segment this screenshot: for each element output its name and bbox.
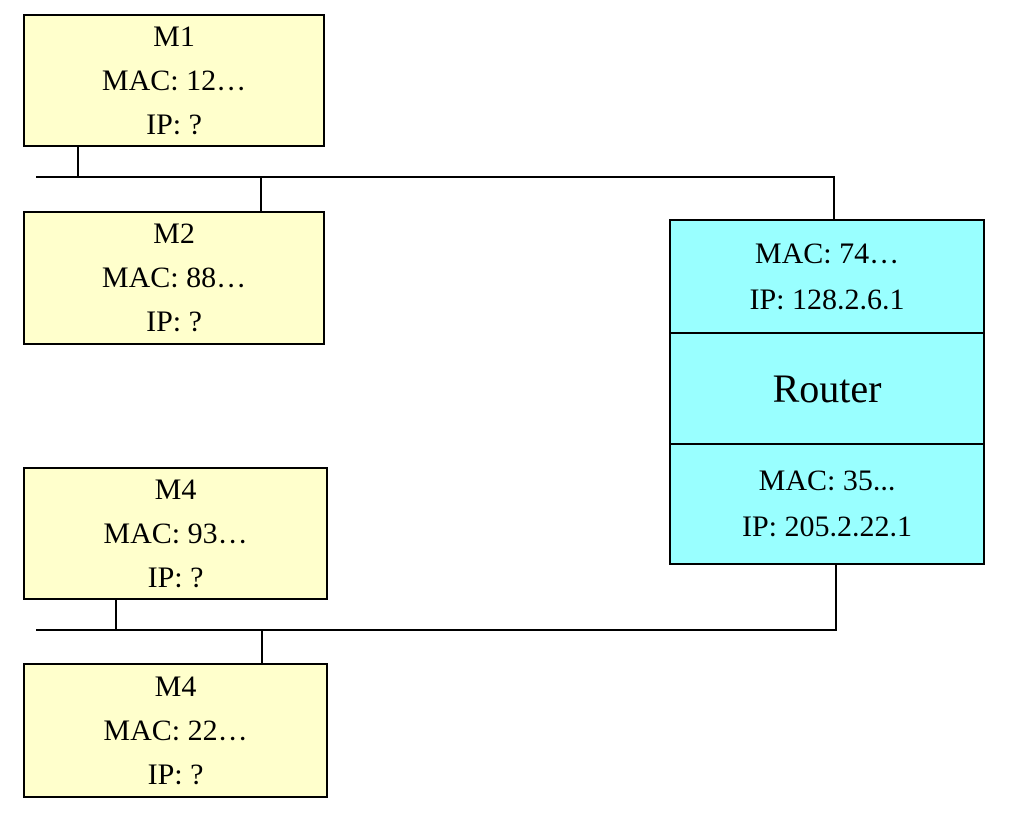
node-host-m4-b: M4 MAC: 22… IP: ? — [23, 663, 328, 798]
host-ip: IP: ? — [147, 560, 204, 594]
node-router: MAC: 74… IP: 128.2.6.1 Router MAC: 35...… — [669, 219, 985, 565]
connector-lower-bus-to-m4b — [261, 629, 263, 665]
node-host-m4-a: M4 MAC: 93… IP: ? — [23, 467, 328, 600]
node-host-m2: M2 MAC: 88… IP: ? — [23, 211, 325, 345]
host-ip: IP: ? — [146, 305, 202, 338]
host-name: M4 — [154, 472, 197, 506]
router-top-interface: MAC: 74… IP: 128.2.6.1 — [671, 221, 983, 334]
host-ip: IP: ? — [147, 757, 204, 791]
bus-line-upper — [36, 176, 834, 178]
router-bottom-ip: IP: 205.2.22.1 — [741, 510, 912, 543]
router-bottom-mac: MAC: 35... — [758, 464, 896, 497]
host-mac: MAC: 12… — [101, 63, 247, 97]
host-mac: MAC: 93… — [103, 516, 248, 550]
connector-upper-bus-to-router — [833, 176, 835, 221]
connector-m1-to-upper-bus — [77, 147, 79, 178]
connector-router-to-lower-bus — [835, 565, 837, 631]
router-bottom-interface: MAC: 35... IP: 205.2.22.1 — [671, 445, 983, 563]
bus-line-lower — [36, 629, 836, 631]
host-mac: MAC: 88… — [101, 261, 247, 294]
connector-m4a-to-lower-bus — [115, 600, 117, 631]
host-name: M2 — [153, 217, 195, 250]
host-name: M4 — [154, 669, 197, 703]
router-top-ip: IP: 128.2.6.1 — [749, 282, 905, 316]
node-host-m1: M1 MAC: 12… IP: ? — [23, 14, 325, 147]
host-ip: IP: ? — [146, 107, 202, 141]
router-label: Router — [671, 334, 983, 445]
host-name: M1 — [153, 19, 195, 53]
host-mac: MAC: 22… — [103, 713, 248, 747]
connector-upper-bus-to-m2 — [260, 176, 262, 213]
router-top-mac: MAC: 74… — [754, 236, 900, 270]
